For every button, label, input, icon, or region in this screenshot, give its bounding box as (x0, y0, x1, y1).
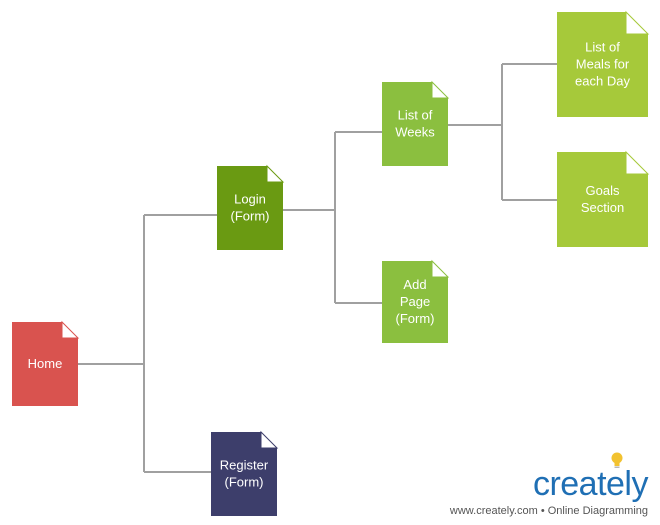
node-add-page-body (382, 261, 448, 343)
node-add-page-fold (431, 259, 450, 278)
node-label-line: List of (398, 108, 433, 123)
node-login-label: Login (Form) (231, 192, 270, 224)
node-home-body (12, 322, 78, 406)
node-list-of-weeks-body (382, 82, 448, 166)
node-register-body (211, 432, 277, 516)
node-label-line: Goals (586, 183, 620, 198)
node-label-line: Register (220, 458, 269, 473)
node-register[interactable]: Register (Form) (211, 430, 279, 516)
node-label-line: (Form) (396, 311, 435, 326)
tagline: www.creately.com • Online Diagramming (450, 505, 648, 517)
node-goals-section-body (557, 152, 648, 247)
node-list-of-weeks-fold (431, 80, 450, 99)
node-label-line: Page (400, 294, 430, 309)
node-register-label: Register (Form) (220, 458, 269, 490)
node-label-line: Login (234, 192, 266, 207)
lightbulb-icon (611, 452, 623, 468)
node-label-line: Section (581, 200, 624, 215)
node-list-of-meals-fold (625, 10, 650, 35)
creately-watermark: creately www.creately.com • Online Diagr… (450, 452, 649, 517)
node-label-line: (Form) (231, 209, 270, 224)
node-list-of-meals-body (557, 12, 648, 117)
creately-logo-text: creately (532, 465, 649, 503)
node-home-fold (61, 320, 80, 339)
node-register-fold (260, 430, 279, 449)
node-label-line: List of (585, 40, 620, 55)
node-label-line: Add (403, 277, 426, 292)
node-login-body (217, 166, 283, 250)
creately-logo: creately (532, 452, 649, 503)
node-label-line: Meals for (576, 57, 630, 72)
connectors (78, 63, 557, 473)
node-list-of-meals-label: List of Meals for each Day (575, 40, 630, 89)
node-list-of-weeks[interactable]: List of Weeks (382, 80, 450, 166)
node-home[interactable]: Home (12, 320, 80, 406)
tagline-text: Online Diagramming (547, 505, 648, 517)
node-label-line: Weeks (395, 125, 435, 140)
node-label-line: (Form) (225, 475, 264, 490)
node-list-of-weeks-label: List of Weeks (395, 108, 435, 140)
node-home-label: Home (28, 356, 63, 371)
node-login[interactable]: Login (Form) (217, 164, 285, 250)
node-list-of-meals[interactable]: List of Meals for each Day (557, 10, 650, 117)
node-label-line: Home (28, 356, 63, 371)
node-goals-section-fold (625, 150, 650, 175)
node-label-line: each Day (575, 74, 630, 89)
website-text: www.creately.com (449, 505, 538, 517)
node-login-fold (266, 164, 285, 183)
brand-row: creately (450, 452, 649, 503)
tagline-separator: • (540, 505, 545, 517)
